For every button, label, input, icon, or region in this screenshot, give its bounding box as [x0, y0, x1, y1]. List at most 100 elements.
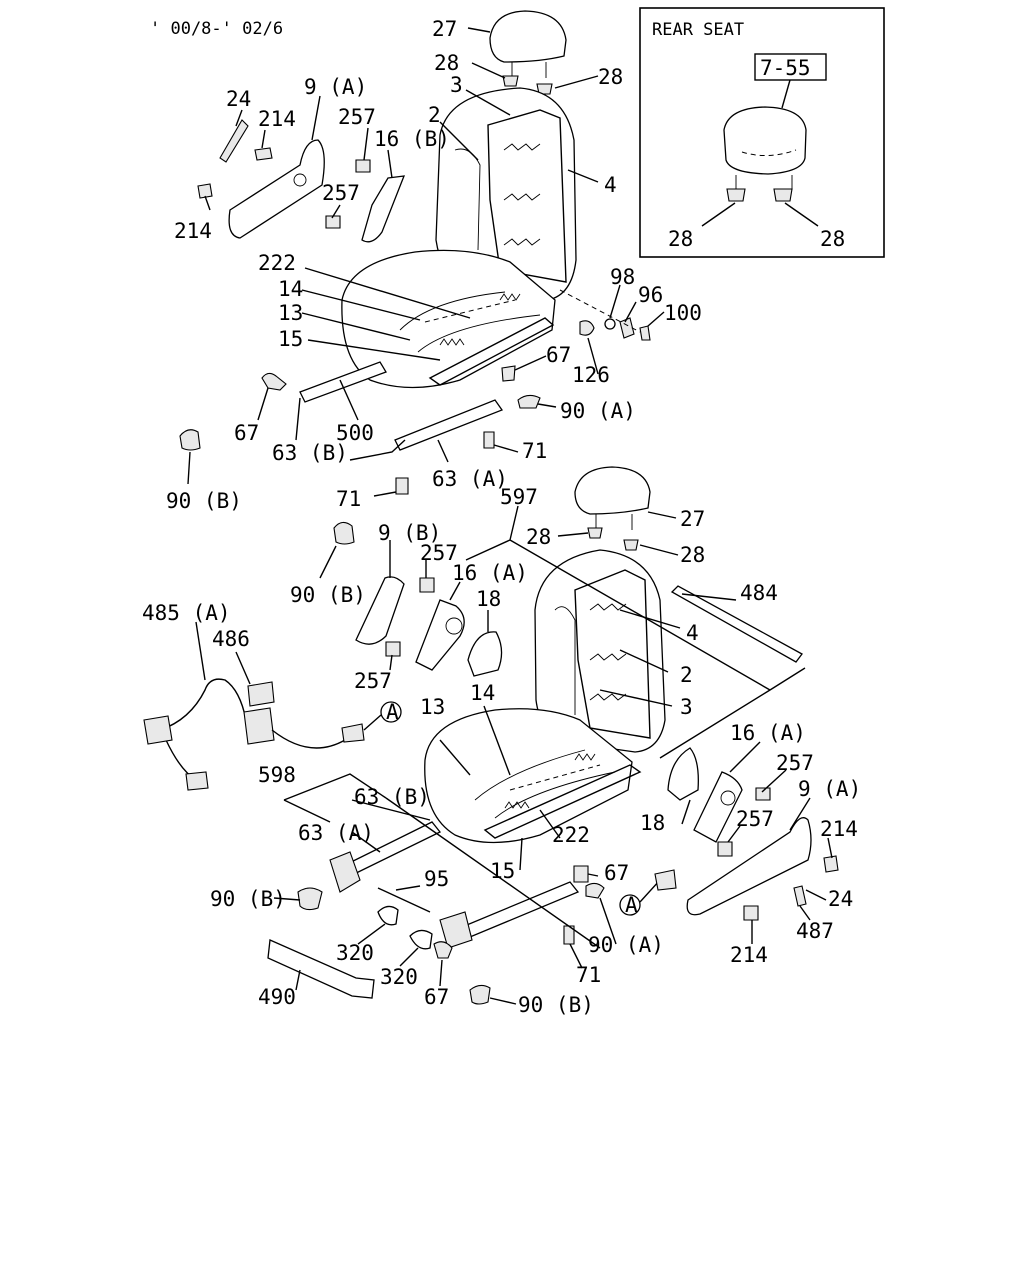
motor-16a-lower-right: [693, 771, 743, 843]
rear-seat-inset: REAR SEAT 7-55 28 28: [639, 7, 885, 258]
callout-67-lower-right: 67: [604, 861, 629, 885]
callout-24-lower: 24: [828, 887, 853, 911]
callout-67-upper-left: 67: [234, 421, 259, 445]
lower-leader-lines: [195, 505, 833, 1005]
callout-96-upper: 96: [638, 283, 663, 307]
callout-598: 598: [258, 763, 296, 787]
upper-callouts: 27 28 28 3 2 4 9 (A) 24 214 214 257 16 (…: [166, 17, 702, 513]
cover-90b-lower-top: [333, 521, 355, 545]
callout-597: 597: [500, 485, 538, 509]
callout-257-lower-right-top: 257: [776, 751, 814, 775]
callout-100-upper: 100: [664, 301, 702, 325]
rod-484: [670, 585, 803, 663]
callout-257-lower-mid: 257: [354, 669, 392, 693]
marker-a-right: [619, 894, 641, 916]
callout-257-lower-top: 257: [420, 541, 458, 565]
cover-90b-upper: [179, 429, 201, 451]
cover-90b-lower-left: [297, 887, 323, 911]
callout-63b-lower: 63 (B): [354, 785, 430, 809]
callout-98-upper: 98: [610, 265, 635, 289]
callout-28-upper-left: 28: [434, 51, 459, 75]
callout-63a-lower: 63 (A): [298, 821, 374, 845]
callout-9a-upper: 9 (A): [304, 75, 367, 99]
callout-18-lower-top: 18: [476, 587, 501, 611]
connector-486: [247, 681, 275, 707]
upper-leader-lines: [187, 27, 665, 497]
callout-28-lower-left: 28: [526, 525, 551, 549]
clamp-320-right: [409, 929, 433, 950]
callout-16a-lower-right: 16 (A): [730, 721, 806, 745]
lower-seat-drawing: [143, 466, 839, 1005]
slide-rail-left-upper: [299, 361, 387, 403]
callout-214-upper-top: 214: [258, 107, 296, 131]
bracket-16b-upper: [361, 175, 406, 243]
seat-back-frame-upper: [487, 109, 567, 283]
wire-harness-485a: [159, 678, 247, 731]
callout-257-upper-mid: 257: [322, 181, 360, 205]
recliner-9b: [355, 576, 405, 645]
callout-13-upper: 13: [278, 301, 303, 325]
callout-486: 486: [212, 627, 250, 651]
callout-67-upper-right: 67: [546, 343, 571, 367]
callout-320-right: 320: [380, 965, 418, 989]
motor-16a-lower-upper: [415, 599, 465, 671]
cover-18-lower-upper: [467, 631, 503, 677]
callout-90a-upper: 90 (A): [560, 399, 636, 423]
callout-15-lower: 15: [490, 859, 515, 883]
callout-90b-upper: 90 (B): [166, 489, 242, 513]
callout-71-upper-right: 71: [522, 439, 547, 463]
callout-126-upper: 126: [572, 363, 610, 387]
callout-28-lower-right: 28: [680, 543, 705, 567]
callout-214-lower-right-top: 214: [820, 817, 858, 841]
callout-257-upper-top: 257: [338, 105, 376, 129]
callout-28-upper-right: 28: [598, 65, 623, 89]
callout-90b-lower-left: 90 (B): [210, 887, 286, 911]
callout-14-upper: 14: [278, 277, 303, 301]
marker-a-left: [380, 701, 402, 723]
bar-490: [267, 939, 375, 999]
callout-320-left: 320: [336, 941, 374, 965]
callout-16a-lower-top: 16 (A): [452, 561, 528, 585]
callout-95: 95: [424, 867, 449, 891]
callout-9a-lower: 9 (A): [798, 777, 861, 801]
callout-90b-lower-bottom: 90 (B): [518, 993, 594, 1017]
inset-callout-28-right: 28: [820, 227, 845, 251]
callout-24-upper: 24: [226, 87, 251, 111]
callout-71-lower: 71: [576, 963, 601, 987]
callout-15-upper: 15: [278, 327, 303, 351]
callout-14-lower: 14: [470, 681, 495, 705]
callout-485a: 485 (A): [142, 601, 231, 625]
callout-27-upper: 27: [432, 17, 457, 41]
marker-a-right-label: A: [625, 893, 638, 917]
recliner-lever-lower: [686, 817, 812, 916]
callout-214-upper-bottom: 214: [174, 219, 212, 243]
release-bar-upper: [349, 439, 406, 461]
callout-487: 487: [796, 919, 834, 943]
callout-90b-lower-top: 90 (B): [290, 583, 366, 607]
lower-callouts: 597 27 28 28 9 (B) 257 16 (A) 90 (B) 18 …: [142, 485, 861, 1017]
connection-markers: [363, 701, 641, 916]
callout-63a-upper: 63 (A): [432, 467, 508, 491]
callout-18-lower-right: 18: [640, 811, 665, 835]
inset-title: REAR SEAT: [652, 20, 744, 40]
inset-callout-28-left: 28: [668, 227, 693, 251]
seat-back-frame-lower: [574, 569, 651, 739]
callout-67-lower-bottom: 67: [424, 985, 449, 1009]
callout-490: 490: [258, 985, 296, 1009]
headrest-upper: [489, 10, 567, 63]
callout-63b-upper: 63 (B): [272, 441, 348, 465]
callout-257-lower-right-mid: 257: [736, 807, 774, 831]
callout-4-upper: 4: [604, 173, 617, 197]
callout-13-lower: 13: [420, 695, 445, 719]
rear-headrest: [723, 106, 807, 175]
callout-71-upper-bottom: 71: [336, 487, 361, 511]
callout-9b-lower: 9 (B): [378, 521, 441, 545]
callout-2-upper: 2: [428, 103, 441, 127]
callout-2-lower: 2: [680, 663, 693, 687]
date-range-label: ' 00/8-' 02/6: [150, 19, 283, 39]
recliner-lever-upper: [228, 139, 325, 239]
rear-headrest-guide-right: [773, 188, 793, 202]
callout-16b-upper: 16 (B): [374, 127, 450, 151]
callout-222-upper: 222: [258, 251, 296, 275]
